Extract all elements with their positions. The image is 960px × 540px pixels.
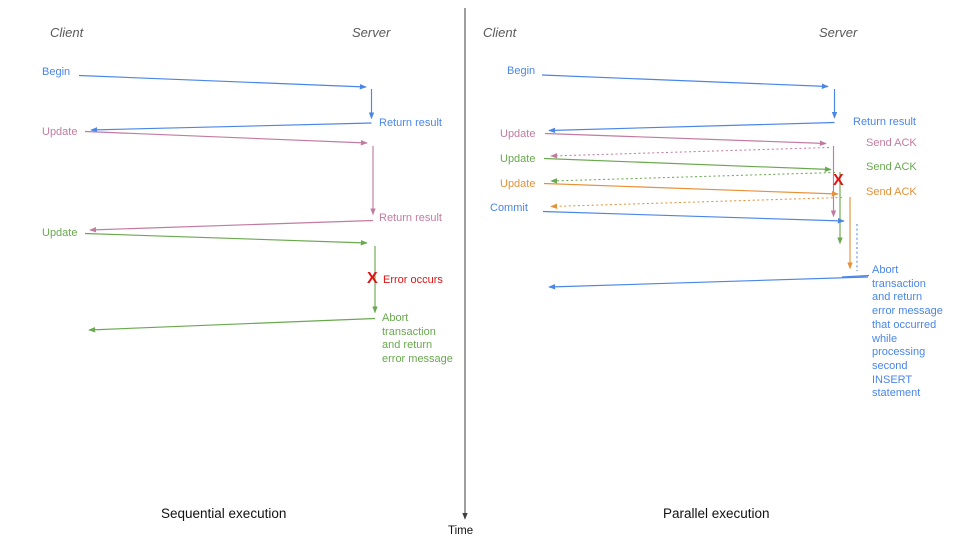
- right-update-2-label: Update: [500, 153, 536, 165]
- left-update-1-label: Update: [42, 126, 78, 138]
- right-abort-message: Abort transaction and return error messa…: [872, 264, 943, 400]
- left-server-header: Server: [352, 25, 391, 40]
- right-send-ack-3-label: Send ACK: [866, 186, 917, 198]
- right-update-1-request-arrow: [544, 132, 827, 147]
- time-axis-label: Time: [448, 525, 474, 537]
- right-update-3-request-arrow: [543, 182, 839, 197]
- right-send-ack-2-arrow: [550, 171, 836, 184]
- right-return-result-label: Return result: [853, 116, 916, 128]
- left-return-result-2-arrow: [89, 219, 374, 233]
- right-send-ack-1-label: Send ACK: [866, 137, 917, 149]
- right-return-result-arrow: [548, 121, 835, 134]
- right-client-header: Client: [483, 25, 517, 40]
- right-update-2-request-arrow: [543, 157, 832, 173]
- right-send-ack-1-arrow: [550, 146, 830, 159]
- left-error-occurs-label: Error occurs: [383, 274, 443, 286]
- right-abort-return-arrow: [548, 276, 869, 290]
- left-client-header: Client: [50, 25, 84, 40]
- left-abort-message: Abort transaction and return error messa…: [382, 312, 453, 366]
- right-server-header: Server: [819, 25, 858, 40]
- left-begin-label: Begin: [42, 66, 71, 78]
- right-begin-label: Begin: [507, 65, 536, 77]
- right-update-3-label: Update: [500, 178, 536, 190]
- left-return-result-1-arrow: [90, 122, 372, 133]
- left-panel-title: Sequential execution: [161, 506, 287, 521]
- left-update-2-label: Update: [42, 227, 78, 239]
- left-return-result-1-label: Return result: [379, 117, 442, 129]
- right-abort-bar: [841, 274, 870, 278]
- right-update-1-label: Update: [500, 128, 536, 140]
- left-return-result-2-label: Return result: [379, 212, 442, 224]
- right-commit-request-arrow: [542, 210, 845, 224]
- right-send-ack-3-arrow: [550, 196, 843, 210]
- right-send-ack-2-label: Send ACK: [866, 161, 917, 173]
- left-update-1-request-arrow: [84, 130, 368, 146]
- right-commit-label: Commit: [490, 202, 528, 214]
- right-begin-request-arrow: [541, 74, 829, 89]
- left-update-2-request-arrow: [84, 232, 368, 246]
- left-error-x-mark: X: [367, 270, 378, 287]
- right-error-x-mark: X: [833, 172, 844, 189]
- right-panel-title: Parallel execution: [663, 506, 770, 521]
- left-begin-request-arrow: [78, 74, 367, 90]
- left-abort-return-arrow: [88, 317, 376, 333]
